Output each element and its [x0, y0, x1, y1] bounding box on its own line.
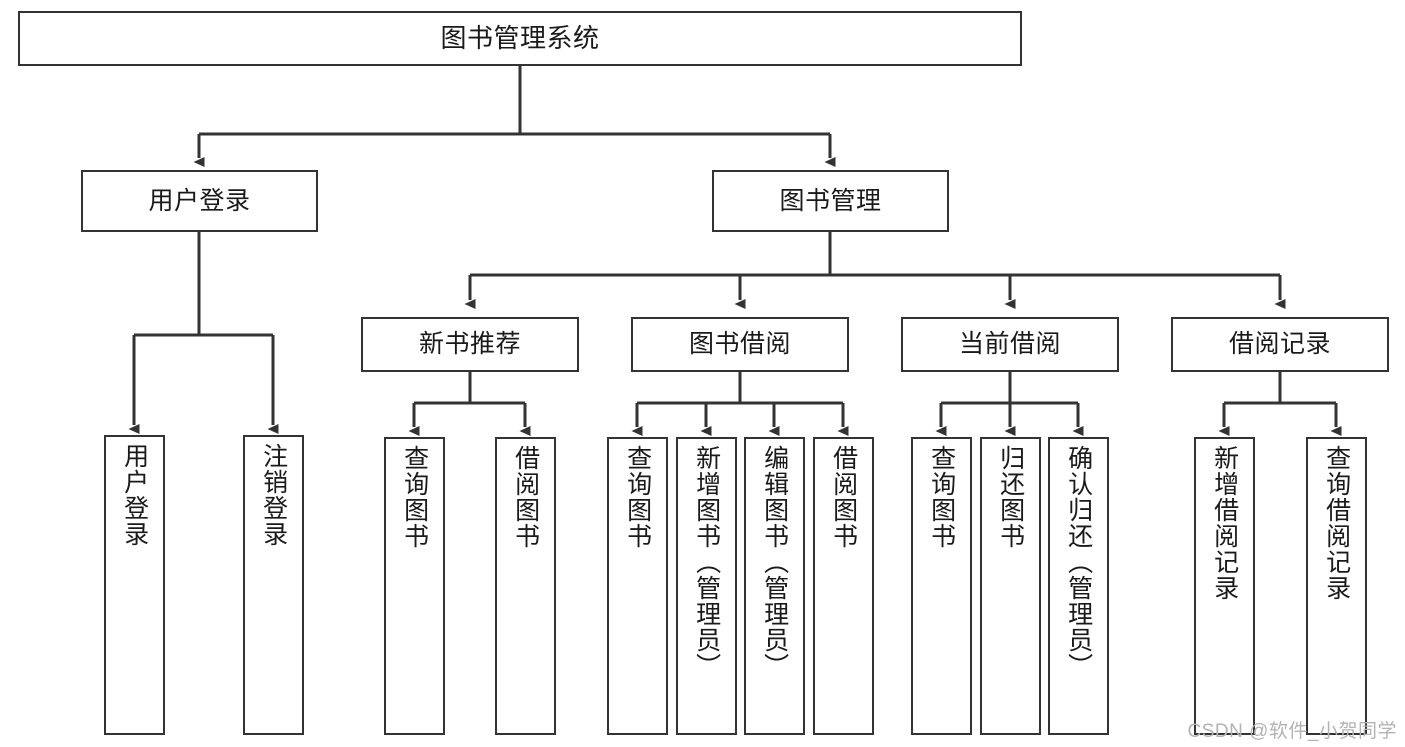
leaf-current-query-book[interactable]: 查询图书 [911, 437, 972, 735]
node-label: 归还图书 [996, 445, 1025, 549]
node-label: 用户登录 [120, 443, 149, 547]
node-borrow-record[interactable]: 借阅记录 [1171, 317, 1389, 372]
node-label: 当前借阅 [958, 330, 1061, 358]
leaf-new-book-query[interactable]: 查询图书 [384, 437, 445, 735]
leaf-record-add-record[interactable]: 新增借阅记录 [1194, 437, 1255, 735]
node-label: 借阅记录 [1228, 330, 1331, 358]
node-root-book-management-system[interactable]: 图书管理系统 [18, 11, 1022, 66]
leaf-user-login-logout[interactable]: 注销登录 [243, 435, 304, 735]
leaf-user-login-login[interactable]: 用户登录 [104, 435, 165, 735]
node-label: 新增图书（管理员） [692, 445, 721, 679]
node-label: 新增借阅记录 [1210, 445, 1239, 601]
leaf-borrow-add-book-admin[interactable]: 新增图书（管理员） [676, 437, 737, 735]
node-label: 查询图书 [927, 445, 956, 549]
node-book-management[interactable]: 图书管理 [712, 170, 949, 232]
node-label: 图书管理系统 [440, 23, 600, 54]
leaf-borrow-borrow-book[interactable]: 借阅图书 [813, 437, 874, 735]
node-label: 用户登录 [148, 186, 251, 215]
node-label: 借阅图书 [829, 445, 858, 549]
node-label: 借阅图书 [511, 445, 540, 549]
leaf-current-return-book[interactable]: 归还图书 [980, 437, 1041, 735]
node-label: 查询图书 [400, 445, 429, 549]
leaf-record-query-record[interactable]: 查询借阅记录 [1306, 437, 1367, 735]
node-label: 新书推荐 [418, 330, 521, 358]
node-user-login[interactable]: 用户登录 [81, 170, 318, 232]
node-book-borrow[interactable]: 图书借阅 [631, 317, 849, 372]
leaf-new-book-borrow[interactable]: 借阅图书 [495, 437, 556, 735]
node-new-book-recommend[interactable]: 新书推荐 [361, 317, 579, 372]
leaf-borrow-edit-book-admin[interactable]: 编辑图书（管理员） [744, 437, 805, 735]
leaf-borrow-query-book[interactable]: 查询图书 [607, 437, 668, 735]
node-current-borrow[interactable]: 当前借阅 [901, 317, 1119, 372]
node-label: 查询借阅记录 [1322, 445, 1351, 601]
node-label: 图书管理 [779, 186, 882, 215]
leaf-current-confirm-return-admin[interactable]: 确认归还（管理员） [1048, 437, 1109, 735]
node-label: 查询图书 [623, 445, 652, 549]
node-label: 编辑图书（管理员） [760, 445, 789, 679]
node-label: 注销登录 [259, 443, 288, 547]
node-label: 确认归还（管理员） [1064, 445, 1093, 679]
node-label: 图书借阅 [688, 330, 791, 358]
watermark-text: CSDN @软件_小贺同学 [1187, 721, 1397, 742]
